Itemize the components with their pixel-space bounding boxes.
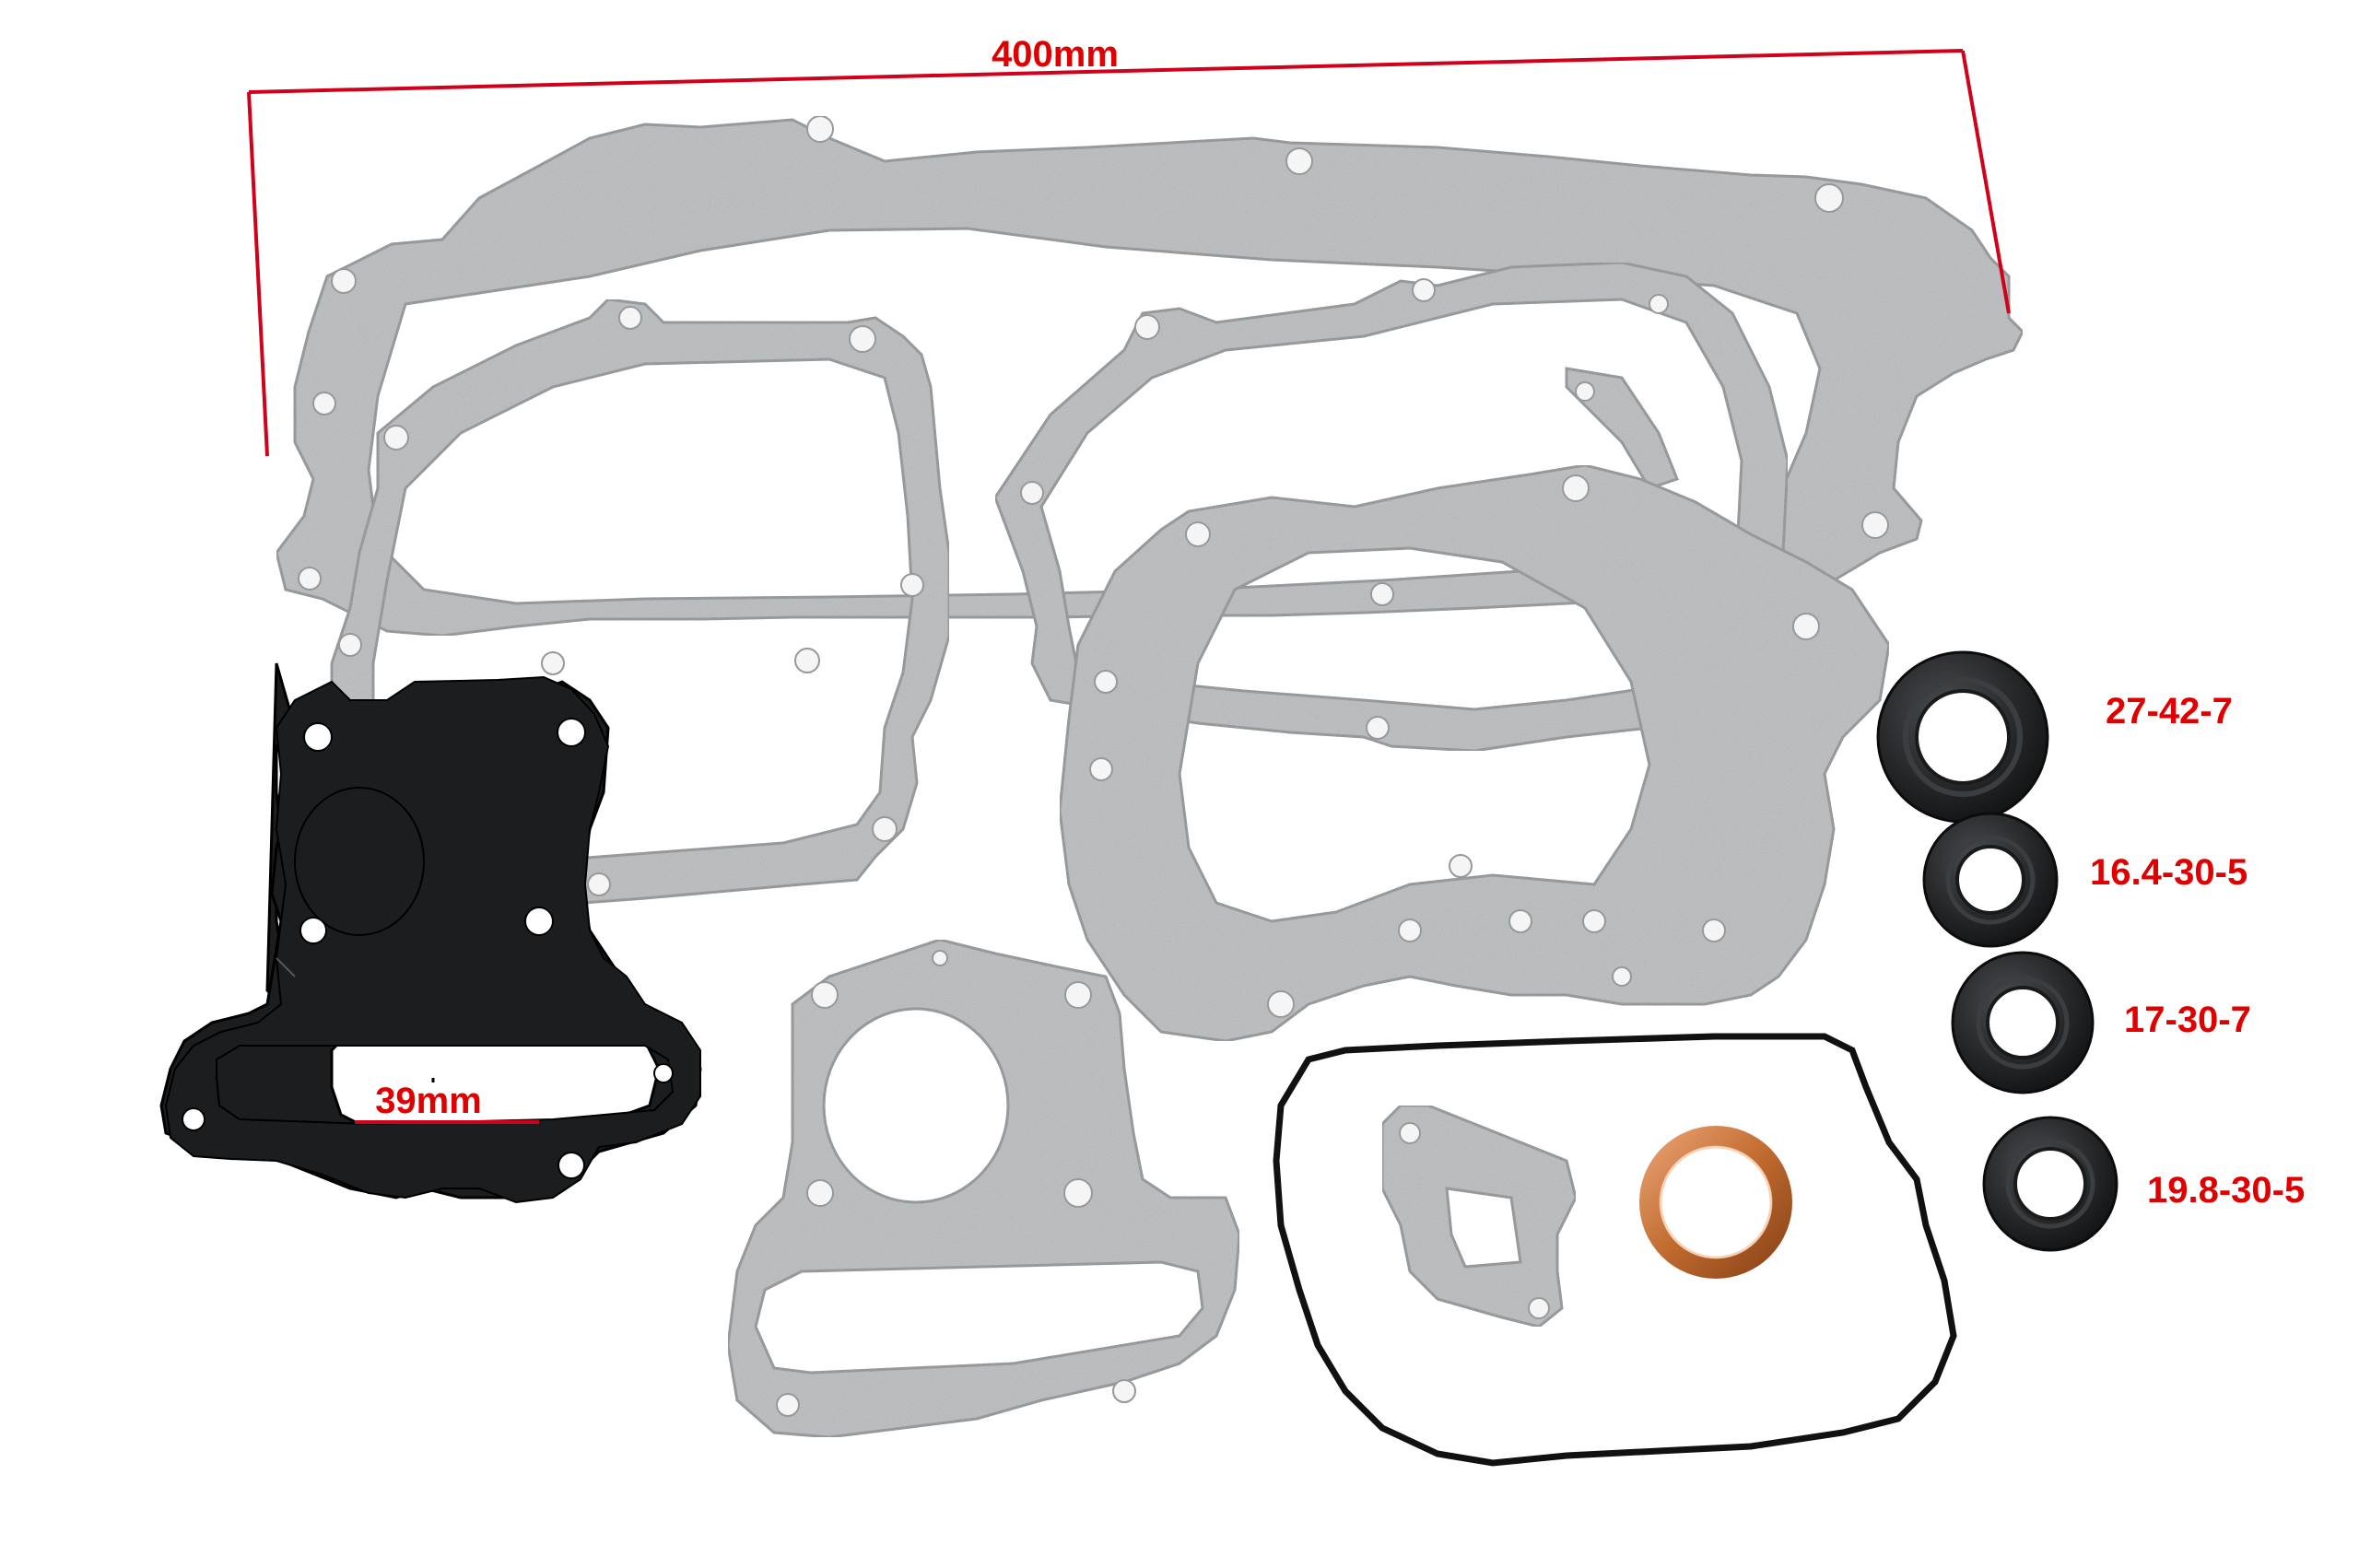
intake-gasket (1380, 1104, 1578, 1328)
oil-seal-labels: 27-42-7 16.4-30-5 17-30-7 19.8-30-5 (2090, 691, 2305, 1211)
oil-seal-3 (1951, 951, 2095, 1094)
bore-dimension-label: 39mm (375, 1081, 482, 1121)
cover-o-ring (1273, 1033, 1957, 1467)
oil-seal-1-label: 27-42-7 (2106, 691, 2233, 731)
cylinder-base-gasket (726, 938, 1241, 1439)
bore-dimension: 39mm (355, 1081, 539, 1124)
length-dimension-label: 400mm (992, 34, 1119, 75)
length-dimension: 400mm (247, 34, 2011, 457)
oil-seal-2 (1922, 812, 2059, 948)
cylinder-plate-gasket (1058, 463, 1891, 1043)
copper-exhaust-ring (1639, 1126, 1792, 1279)
oil-seal-1 (1876, 650, 2049, 824)
oil-seal-4-label: 19.8-30-5 (2147, 1170, 2305, 1211)
cylinder-head-gasket-body (164, 675, 701, 1204)
oil-seal-2-label: 16.4-30-5 (2090, 852, 2248, 893)
crankcase-cover-gasket (275, 115, 2025, 638)
oil-seal-3-label: 17-30-7 (2124, 1000, 2251, 1040)
oil-seal-4 (1982, 1116, 2118, 1252)
